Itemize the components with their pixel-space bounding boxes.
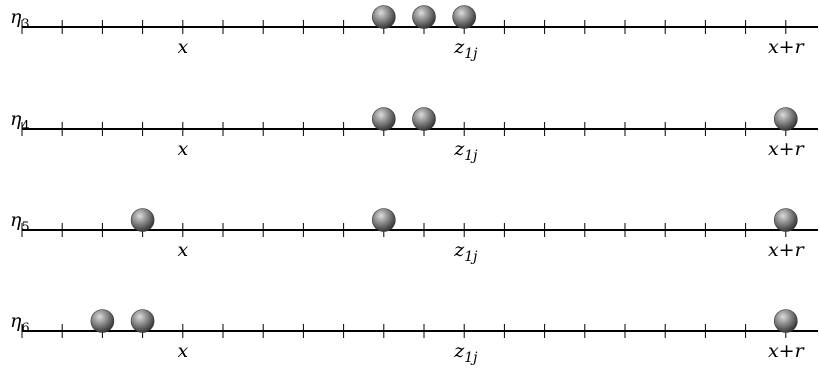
row-eta-4: η4 x z1j x+r	[10, 107, 818, 164]
label-z1j: z1j	[453, 239, 478, 265]
particle-ball	[412, 107, 436, 131]
particle-ball	[130, 208, 155, 232]
row-eta-5: η5 x z1j x+r	[10, 208, 818, 265]
eta-subscript: 5	[21, 220, 29, 235]
eta-subscript: 3	[21, 17, 29, 32]
eta-subscript: 4	[21, 119, 29, 134]
label-x: x	[177, 239, 188, 261]
label-z1j: z1j	[453, 138, 478, 164]
row-eta-3: η3 x z1j x+r	[10, 5, 818, 62]
eta-label: η3	[10, 6, 30, 32]
label-x: x	[177, 138, 188, 160]
label-x: x	[177, 340, 188, 362]
particle-ball	[371, 5, 396, 29]
label-x-plus-r: x+r	[768, 340, 806, 362]
particle-ball	[452, 5, 477, 29]
label-z1j: z1j	[453, 340, 478, 366]
eta-subscript: 6	[21, 321, 29, 336]
row-eta-6: η6 x z1j x+r	[10, 309, 818, 366]
label-x-plus-r: x+r	[768, 239, 806, 261]
label-x: x	[177, 36, 188, 58]
label-x-plus-r: x+r	[768, 36, 806, 58]
particle-ball	[371, 208, 396, 232]
eta-label: η5	[10, 209, 30, 235]
particle-ball	[773, 208, 798, 232]
particle-ball	[130, 309, 155, 333]
particle-ball	[90, 309, 115, 333]
particle-ball	[412, 5, 436, 29]
particle-ball	[371, 107, 396, 131]
particle-ball	[773, 309, 798, 333]
eta-label: η6	[10, 310, 30, 336]
eta-label: η4	[10, 108, 30, 134]
label-x-plus-r: x+r	[768, 138, 806, 160]
particle-ball	[773, 107, 798, 131]
label-z1j: z1j	[453, 36, 478, 62]
